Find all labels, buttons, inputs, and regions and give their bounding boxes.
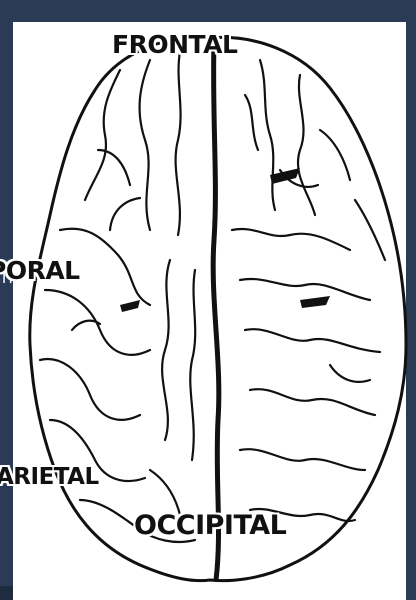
label-frontal: FRONTAL xyxy=(112,30,237,59)
label-parietal: ARIETAL xyxy=(0,464,99,490)
label-temporal: PORAL xyxy=(0,256,80,285)
label-occipital: OCCIPITAL xyxy=(134,510,286,541)
